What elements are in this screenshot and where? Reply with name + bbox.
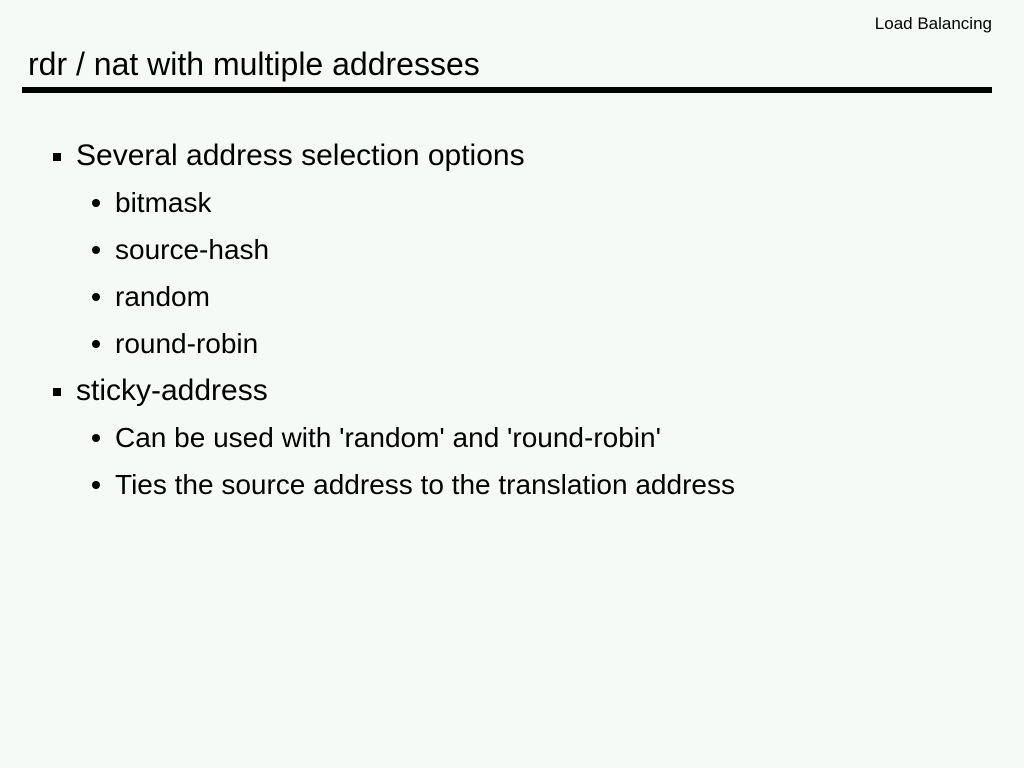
outline-sublist: bitmask source-hash random round-robin <box>0 179 1024 367</box>
square-bullet-icon <box>53 388 61 396</box>
list-item-label: Can be used with 'random' and 'round-rob… <box>115 422 661 453</box>
page-title: rdr / nat with multiple addresses <box>28 46 480 82</box>
round-bullet-icon <box>92 340 100 348</box>
list-item: Several address selection options <box>0 132 1024 179</box>
list-item-label: Ties the source address to the translati… <box>115 469 735 500</box>
round-bullet-icon <box>92 293 100 301</box>
round-bullet-icon <box>92 434 100 442</box>
slide-body: Several address selection options bitmas… <box>0 132 1024 508</box>
list-item-label: random <box>115 281 210 312</box>
title-divider <box>22 87 992 93</box>
list-item-label: Several address selection options <box>76 139 525 172</box>
list-item: Ties the source address to the translati… <box>0 461 1024 508</box>
list-item: bitmask <box>0 179 1024 226</box>
list-item-label: bitmask <box>115 187 212 218</box>
list-item: Can be used with 'random' and 'round-rob… <box>0 414 1024 461</box>
round-bullet-icon <box>92 246 100 254</box>
square-bullet-icon <box>53 153 61 161</box>
list-item: source-hash <box>0 226 1024 273</box>
list-item: round-robin <box>0 320 1024 367</box>
list-item: random <box>0 273 1024 320</box>
round-bullet-icon <box>92 481 100 489</box>
outline-list: Several address selection options bitmas… <box>0 132 1024 508</box>
list-item-label: round-robin <box>115 328 259 359</box>
round-bullet-icon <box>92 199 100 207</box>
outline-sublist: Can be used with 'random' and 'round-rob… <box>0 414 1024 508</box>
list-item: sticky-address <box>0 367 1024 414</box>
list-item-label: sticky-address <box>76 374 268 407</box>
slide-header-label: Load Balancing <box>874 14 992 33</box>
list-item-label: source-hash <box>115 234 270 265</box>
